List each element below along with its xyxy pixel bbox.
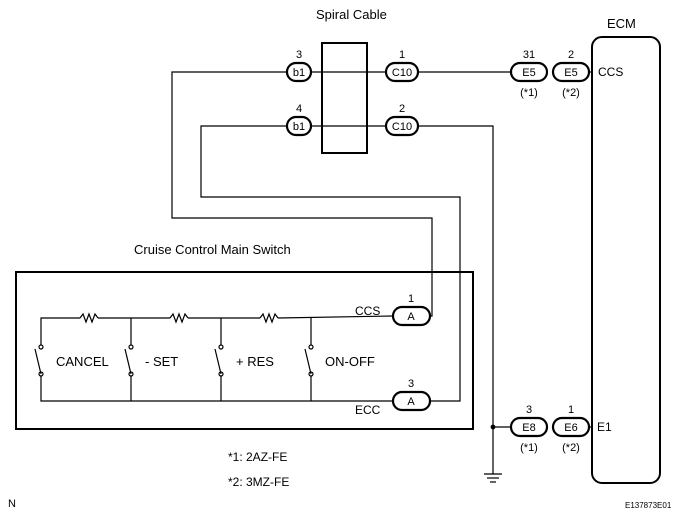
switch-terminal-ecc: ECC xyxy=(355,403,381,417)
figure-id: E137873E01 xyxy=(625,501,672,510)
wire-b1-4-to-a3 xyxy=(200,125,461,402)
svg-text:1: 1 xyxy=(408,293,414,305)
note-2: *2: 3MZ-FE xyxy=(228,475,289,489)
wire-b1-3-to-a1 xyxy=(171,71,433,317)
svg-text:4: 4 xyxy=(296,103,302,115)
switch-contact-res xyxy=(214,344,224,377)
svg-text:3: 3 xyxy=(296,49,302,61)
svg-text:3: 3 xyxy=(526,404,532,416)
svg-text:C10: C10 xyxy=(392,67,412,79)
switch-label-onoff: ON-OFF xyxy=(325,354,375,369)
svg-text:2: 2 xyxy=(568,49,574,61)
switch-label-cancel: CANCEL xyxy=(56,354,109,369)
svg-text:1: 1 xyxy=(399,49,405,61)
connector-e5-pin2: E5 2 (*2) xyxy=(551,49,591,99)
svg-text:E5: E5 xyxy=(564,67,577,79)
svg-text:b1: b1 xyxy=(293,67,305,79)
switch-title: Cruise Control Main Switch xyxy=(134,242,291,257)
connector-c10-pin2: C10 2 xyxy=(384,103,420,137)
resistor-2 xyxy=(169,312,189,324)
svg-text:(*1): (*1) xyxy=(520,442,538,454)
switch-contact-cancel xyxy=(34,344,44,377)
switch-label-res: + RES xyxy=(236,354,274,369)
svg-text:2: 2 xyxy=(399,103,405,115)
connector-e8-pin3: E8 3 (*1) xyxy=(509,404,549,454)
resistor-1 xyxy=(79,312,99,324)
wire-c10-2-ground xyxy=(418,125,494,474)
switch-label-set: - SET xyxy=(145,354,178,369)
svg-text:b1: b1 xyxy=(293,121,305,133)
svg-text:(*2): (*2) xyxy=(562,442,580,454)
spiral-cable-body xyxy=(321,42,368,154)
rail-bottom xyxy=(40,376,393,402)
svg-text:3: 3 xyxy=(408,378,414,390)
note-1: *1: 2AZ-FE xyxy=(228,450,287,464)
connector-b1-pin3: b1 3 xyxy=(285,49,313,83)
ecm-terminal-ccs: CCS xyxy=(598,65,623,79)
corner-label-left: N xyxy=(8,498,16,510)
connector-c10-pin1: C10 1 xyxy=(384,49,420,83)
ground-icon xyxy=(484,473,502,483)
connector-e5-pin31: E5 31 (*1) xyxy=(509,49,549,99)
ecm-body xyxy=(591,36,661,484)
switch-contact-set xyxy=(124,344,134,377)
svg-text:E5: E5 xyxy=(522,67,535,79)
switch-terminal-ccs: CCS xyxy=(355,304,380,318)
switch-body xyxy=(15,271,474,430)
connector-b1-pin4: b1 4 xyxy=(285,103,313,137)
switch-contact-onoff xyxy=(304,344,314,377)
svg-text:A: A xyxy=(407,396,415,408)
spiral-cable-title: Spiral Cable xyxy=(316,7,387,22)
svg-text:(*1): (*1) xyxy=(520,87,538,99)
svg-text:E6: E6 xyxy=(564,422,577,434)
svg-text:1: 1 xyxy=(568,404,574,416)
svg-text:C10: C10 xyxy=(392,121,412,133)
svg-text:31: 31 xyxy=(523,49,535,61)
svg-text:E8: E8 xyxy=(522,422,535,434)
svg-text:(*2): (*2) xyxy=(562,87,580,99)
rail-top-left xyxy=(40,317,80,345)
ecm-title: ECM xyxy=(607,16,636,31)
resistor-3 xyxy=(259,312,279,324)
junction-dot xyxy=(490,424,496,430)
ecm-terminal-e1: E1 xyxy=(597,420,612,434)
svg-text:A: A xyxy=(407,311,415,323)
connector-e6-pin1: E6 1 (*2) xyxy=(551,404,591,454)
